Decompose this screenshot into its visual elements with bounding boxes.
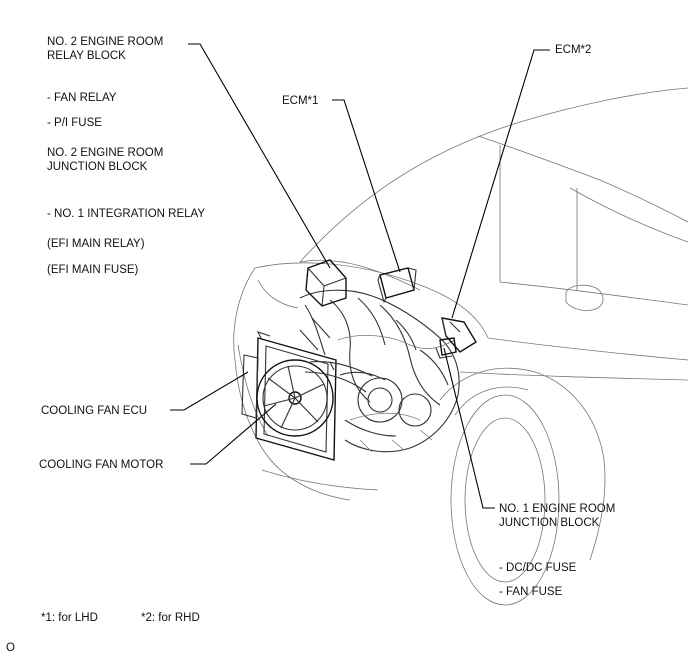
junction-block-1-box bbox=[435, 337, 457, 359]
cooling-fan-motor-label: COOLING FAN MOTOR bbox=[39, 459, 164, 471]
ecm-lhd-label: ECM*1 bbox=[282, 95, 319, 107]
footnote-lhd: *1: for LHD bbox=[41, 612, 98, 624]
fan-fuse-label: - FAN FUSE bbox=[499, 586, 563, 598]
pi-fuse-label: - P/I FUSE bbox=[47, 117, 102, 129]
leader-lines bbox=[170, 43, 550, 509]
radiator-fan-assembly bbox=[241, 331, 337, 461]
junction-block-2-label-line1: NO. 2 ENGINE ROOM bbox=[47, 147, 164, 159]
junction-block-1-label-line2: JUNCTION BLOCK bbox=[499, 517, 600, 529]
junction-block-1-label-line1: NO. 1 ENGINE ROOM bbox=[499, 503, 616, 515]
fan-relay-label: - FAN RELAY bbox=[47, 92, 117, 104]
relay-block-label-line2: RELAY BLOCK bbox=[47, 50, 126, 62]
ecm-rhd-label: ECM*2 bbox=[555, 44, 592, 56]
footnote-rhd: *2: for RHD bbox=[141, 612, 200, 624]
engine-assembly bbox=[299, 289, 460, 453]
ecm-lhd-module bbox=[377, 267, 417, 304]
figure-code: O bbox=[6, 642, 15, 654]
integration-relay-label: - NO. 1 INTEGRATION RELAY bbox=[47, 208, 206, 220]
car-body-outline bbox=[233, 87, 688, 606]
ecm-rhd-module bbox=[441, 317, 477, 353]
relay-block-box bbox=[305, 259, 347, 307]
relay-block-label-line1: NO. 2 ENGINE ROOM bbox=[47, 36, 164, 48]
dcdc-fuse-label: - DC/DC FUSE bbox=[499, 562, 577, 574]
efi-main-fuse-label: (EFI MAIN FUSE) bbox=[47, 264, 139, 276]
junction-block-2-label-line2: JUNCTION BLOCK bbox=[47, 161, 148, 173]
cooling-fan-ecu-label: COOLING FAN ECU bbox=[41, 405, 148, 417]
efi-main-relay-label: (EFI MAIN RELAY) bbox=[47, 238, 145, 250]
